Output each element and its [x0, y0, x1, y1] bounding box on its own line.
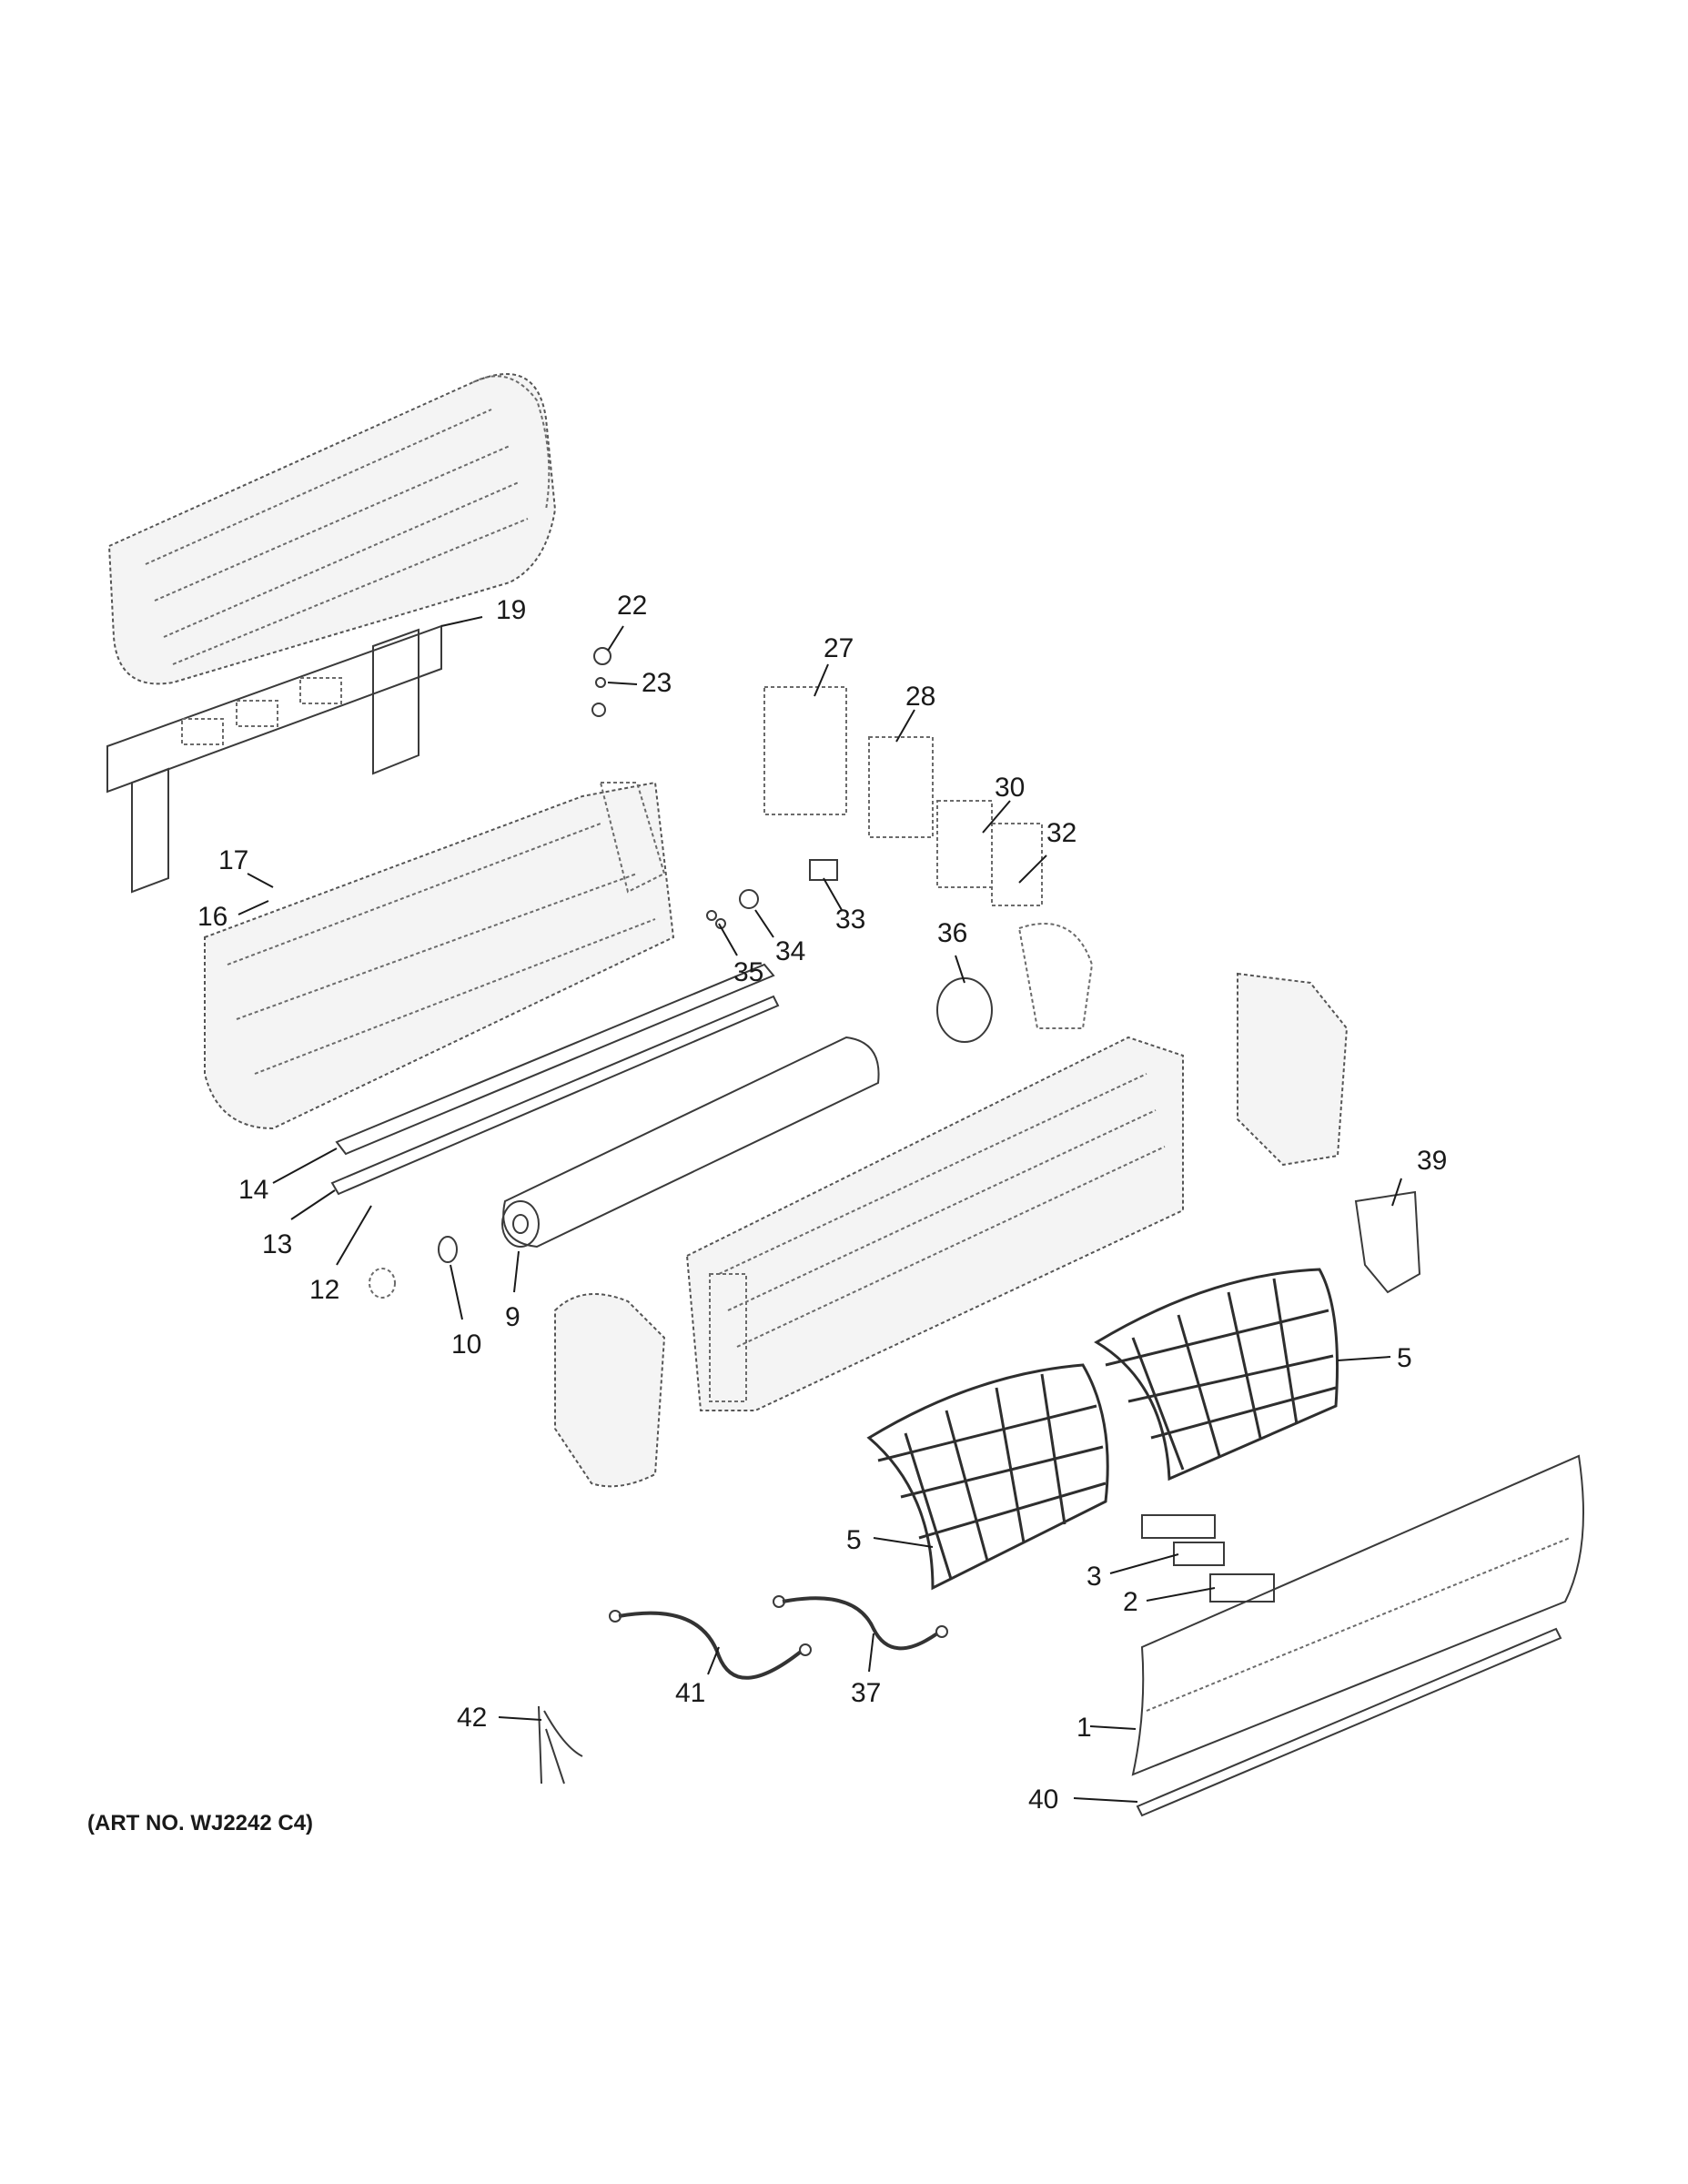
- leader-lines: [238, 616, 1402, 1803]
- callout-22: 22: [617, 591, 647, 621]
- small-hardware: [591, 647, 759, 929]
- callout-14: 14: [238, 1175, 268, 1205]
- blower-wheel: [501, 1036, 880, 1249]
- filter-right: [1094, 1268, 1339, 1481]
- callout-32: 32: [1046, 818, 1076, 848]
- cover-bracket: [1354, 1190, 1421, 1294]
- callouts: 19 22 23 27 28 30 32 33 34 35 36 17 16 1…: [197, 591, 1447, 1815]
- callout-27: 27: [824, 633, 854, 663]
- bearing: [369, 1236, 458, 1299]
- drain-tubes: [609, 1595, 948, 1680]
- callout-34: 34: [775, 936, 805, 966]
- callout-2: 2: [1123, 1587, 1138, 1617]
- callout-5-left: 5: [846, 1525, 862, 1555]
- callout-36: 36: [937, 918, 967, 948]
- callout-30: 30: [995, 773, 1025, 803]
- callout-39: 39: [1417, 1146, 1447, 1176]
- callout-33: 33: [835, 905, 865, 935]
- front-panel: [1131, 1454, 1584, 1817]
- callout-5-right: 5: [1397, 1343, 1412, 1373]
- right-end-cap: [1237, 972, 1349, 1167]
- control-box: [763, 686, 1094, 1043]
- callout-9: 9: [505, 1302, 521, 1332]
- chassis: [204, 781, 675, 1130]
- callout-28: 28: [905, 682, 935, 712]
- left-end-cap: [554, 1293, 666, 1488]
- display-board: [1141, 1514, 1275, 1603]
- callout-17: 17: [218, 845, 248, 875]
- callout-19: 19: [496, 595, 526, 625]
- callout-13: 13: [262, 1229, 292, 1259]
- callout-12: 12: [309, 1275, 339, 1305]
- callout-16: 16: [197, 902, 227, 932]
- callout-23: 23: [642, 668, 672, 698]
- callout-41: 41: [675, 1678, 705, 1708]
- mounting-plate: [106, 624, 442, 894]
- filter-left: [866, 1363, 1109, 1591]
- callout-40: 40: [1028, 1785, 1058, 1815]
- callout-3: 3: [1087, 1562, 1102, 1592]
- louvers: [330, 963, 780, 1196]
- callout-10: 10: [451, 1330, 481, 1360]
- callout-42: 42: [457, 1703, 487, 1733]
- wire-harness: [538, 1705, 583, 1785]
- main-housing: [685, 1036, 1184, 1411]
- evaporator-coil: [107, 373, 557, 685]
- callout-37: 37: [851, 1678, 881, 1708]
- callout-1: 1: [1076, 1713, 1092, 1743]
- art-number: (ART NO. WJ2242 C4): [87, 1811, 314, 1835]
- callout-35: 35: [733, 957, 763, 987]
